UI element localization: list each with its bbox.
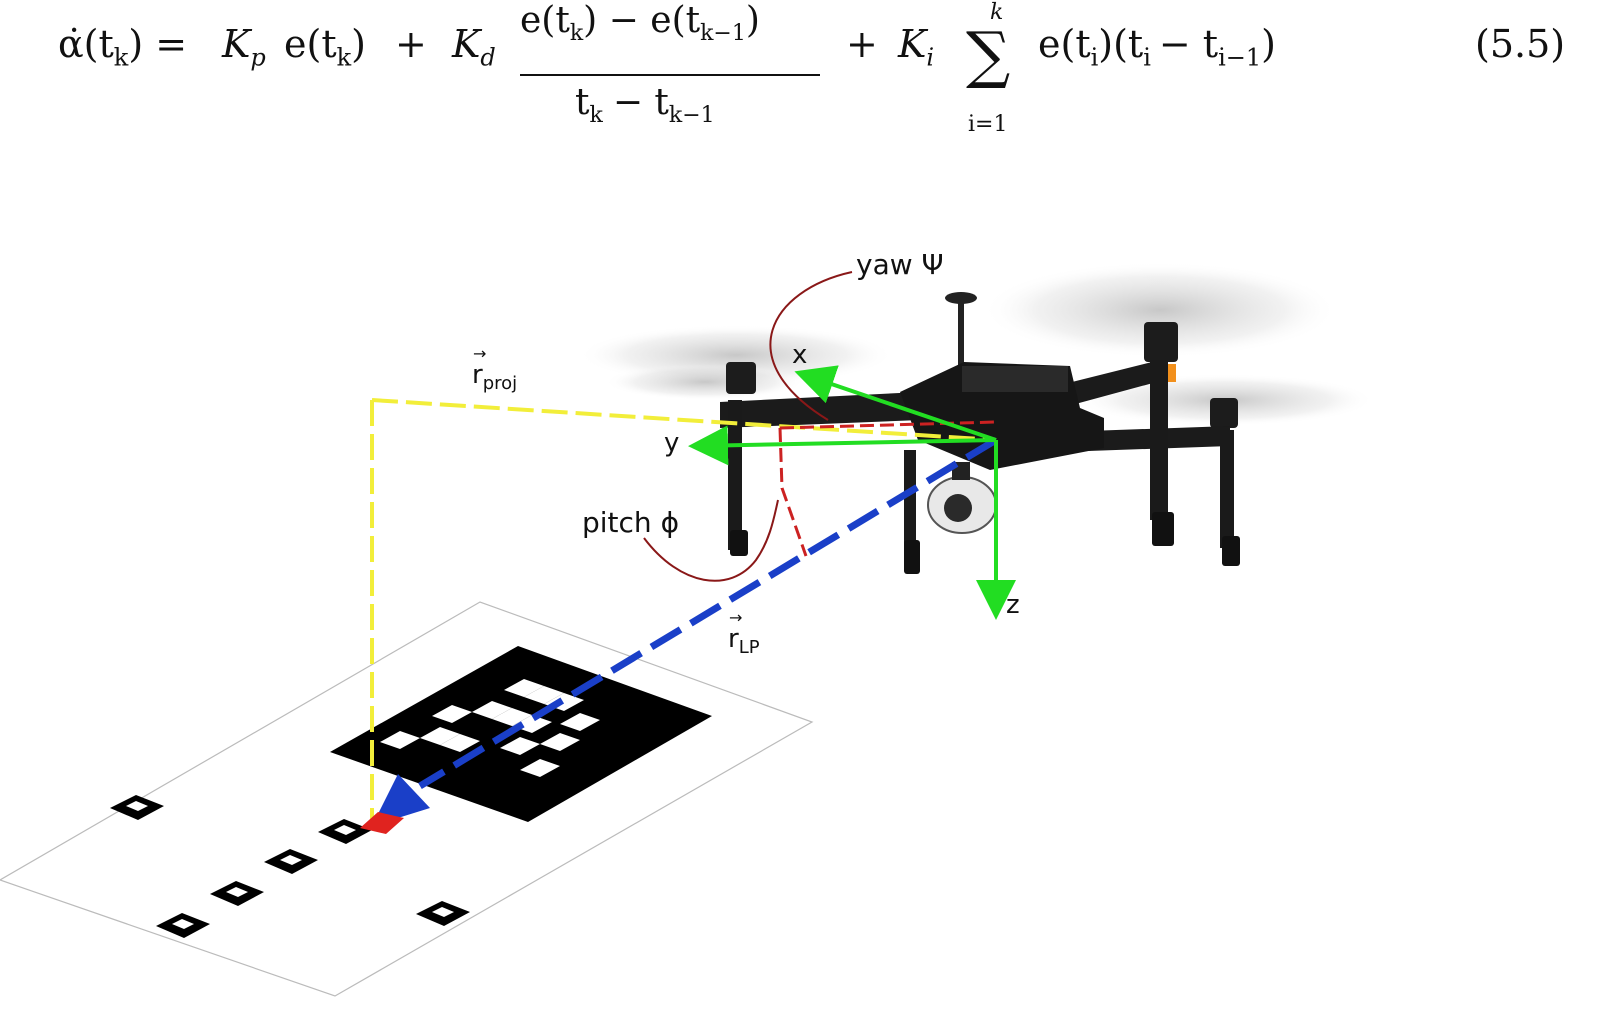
drone (578, 262, 1375, 574)
eq-number: (5.5) (1475, 22, 1566, 66)
pitch-leader (643, 499, 779, 582)
x-axis-label: x (792, 340, 808, 370)
y-axis-arrow (688, 425, 997, 466)
r-lp-arrowhead (372, 774, 430, 826)
pitch-label: pitch ϕ (582, 506, 680, 539)
eq-ki: Ki (898, 22, 935, 72)
motor (726, 362, 756, 394)
r-proj-label: →rproj (472, 344, 518, 395)
r-lp-vector (360, 436, 998, 834)
eq-kp-term: e(tk) (284, 22, 366, 72)
small-fiducial-markers (110, 795, 470, 938)
eq-lhs: α̇(tk) = (58, 22, 188, 72)
r-proj-vector (370, 398, 997, 822)
large-marker-pattern (380, 679, 600, 777)
r-proj-symbol: →r (472, 344, 487, 390)
landing-target-point (360, 812, 404, 834)
eq-frac-denominator: tk− tk−1 (575, 82, 715, 129)
r-lp-symbol: →r (728, 608, 743, 654)
body-axes (688, 365, 1016, 620)
eq-fraction-bar (520, 74, 820, 76)
eq-sum-symbol: ∑ (966, 18, 1011, 91)
large-fiducial-marker (330, 646, 712, 822)
x-axis-arrow (794, 365, 997, 442)
vector-arrow-icon: → (473, 344, 487, 363)
yaw-reference-line (779, 420, 997, 430)
eq-kd: Kd (452, 22, 496, 72)
eq-sum-lower: i=1 (968, 112, 1008, 137)
eq-plus-2: + (846, 22, 878, 66)
motor (1144, 322, 1178, 362)
y-axis-label: y (664, 428, 680, 458)
propeller-rear-right (982, 262, 1338, 358)
eq-sum-term: e(ti)(ti− ti−1) (1038, 22, 1276, 72)
eq-kp: Kp (222, 22, 266, 72)
pid-equation: α̇(tk) = Kp e(tk) + Kd e(tk) − e(tk−1) t… (0, 0, 1598, 160)
yaw-label: yaw Ψ (856, 248, 944, 281)
motor (1210, 398, 1238, 428)
r-lp-line (418, 436, 998, 790)
propeller-rear-left (605, 364, 805, 400)
z-axis-label: z (1006, 590, 1020, 620)
status-led (1168, 364, 1176, 382)
r-lp-label: →rLP (728, 608, 760, 659)
eq-sum-upper: k (990, 0, 1004, 25)
vector-arrow-icon: → (729, 608, 743, 627)
r-proj-horizontal (371, 398, 997, 442)
eq-plus-1: + (395, 22, 427, 66)
eq-frac-numerator: e(tk) − e(tk−1) (520, 0, 760, 47)
gps-antenna (945, 292, 977, 304)
pitch-arc (778, 427, 808, 557)
